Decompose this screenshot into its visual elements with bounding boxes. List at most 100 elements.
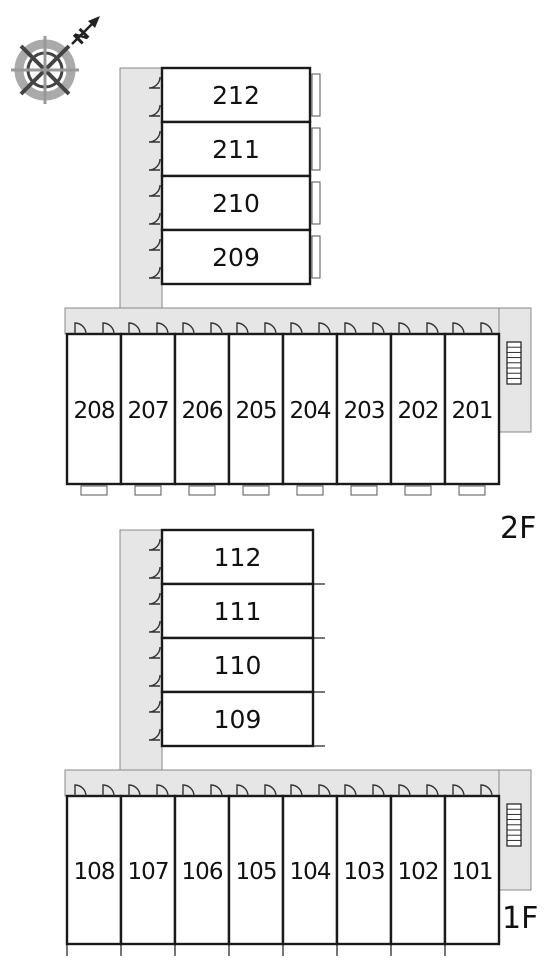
unit-label: 203: [344, 398, 385, 424]
balcony: [350, 485, 378, 496]
door-icon: [480, 784, 493, 797]
door-icon: [344, 784, 357, 797]
unit-label: 206: [182, 398, 223, 424]
balcony: [404, 485, 432, 496]
unit-label: 210: [212, 189, 260, 218]
door-icon: [148, 592, 161, 605]
floor-label-2f: 2F: [500, 511, 536, 546]
door-icon: [210, 784, 223, 797]
unit-101: 101: [443, 784, 501, 956]
unit-205: 205: [227, 322, 285, 496]
door-icon: [372, 322, 385, 335]
unit-label: 201: [452, 398, 493, 424]
door-icon: [398, 784, 411, 797]
unit-label: 101: [452, 859, 493, 885]
balcony: [311, 127, 321, 171]
door-icon: [452, 784, 465, 797]
door-icon: [102, 322, 115, 335]
unit-109: 109: [148, 690, 325, 748]
unit-210: 210: [148, 174, 321, 232]
unit-106: 106: [173, 784, 231, 956]
door-icon: [148, 266, 161, 279]
compass: N: [11, 16, 100, 104]
door-icon: [148, 674, 161, 687]
unit-label: 211: [212, 135, 260, 164]
door-icon: [148, 104, 161, 117]
door-icon: [236, 784, 249, 797]
door-icon: [182, 322, 195, 335]
door-icon: [344, 322, 357, 335]
unit-203: 203: [335, 322, 393, 496]
unit-label: 111: [214, 597, 262, 626]
unit-label: 212: [212, 81, 260, 110]
door-icon: [74, 784, 87, 797]
door-icon: [148, 184, 161, 197]
door-icon: [74, 322, 87, 335]
unit-212: 212: [148, 66, 321, 124]
unit-208: 208: [65, 322, 123, 496]
unit-209: 209: [148, 228, 321, 286]
door-icon: [156, 322, 169, 335]
unit-204: 204: [281, 322, 339, 496]
balcony: [134, 485, 162, 496]
door-icon: [318, 322, 331, 335]
unit-label: 105: [236, 859, 277, 885]
unit-111: 111: [148, 582, 325, 640]
door-icon: [236, 322, 249, 335]
unit-108: 108: [65, 784, 123, 956]
balcony: [311, 181, 321, 225]
door-icon: [290, 784, 303, 797]
door-icon: [452, 322, 465, 335]
unit-206: 206: [173, 322, 231, 496]
door-icon: [148, 212, 161, 225]
unit-label: 112: [214, 543, 262, 572]
door-icon: [372, 784, 385, 797]
unit-label: 209: [212, 243, 260, 272]
unit-label: 106: [182, 859, 223, 885]
door-icon: [148, 76, 161, 89]
unit-105: 105: [227, 784, 285, 956]
door-icon: [148, 566, 161, 579]
unit-103: 103: [335, 784, 393, 956]
door-icon: [148, 646, 161, 659]
unit-112: 112: [148, 528, 325, 586]
unit-202: 202: [389, 322, 447, 496]
door-icon: [426, 784, 439, 797]
unit-label: 104: [290, 859, 331, 885]
north-arrow-icon: [71, 16, 100, 45]
compass-rose-icon: [11, 36, 79, 104]
door-icon: [264, 784, 277, 797]
door-icon: [426, 322, 439, 335]
compass-north-letter: N: [70, 25, 94, 49]
door-icon: [148, 130, 161, 143]
balcony: [188, 485, 216, 496]
unit-label: 110: [214, 651, 262, 680]
balcony: [311, 73, 321, 117]
unit-label: 202: [398, 398, 439, 424]
door-icon: [148, 238, 161, 251]
unit-label: 108: [74, 859, 115, 885]
corridor: [64, 67, 532, 433]
unit-label: 205: [236, 398, 277, 424]
door-icon: [128, 784, 141, 797]
unit-label: 208: [74, 398, 115, 424]
unit-110: 110: [148, 636, 325, 694]
door-icon: [148, 158, 161, 171]
unit-107: 107: [119, 784, 177, 956]
door-icon: [398, 322, 411, 335]
unit-label: 204: [290, 398, 331, 424]
unit-label: 102: [398, 859, 439, 885]
floor-2f-plan: 212 211 210 209 208 207 206 205 204 203 202 201: [64, 66, 532, 496]
door-icon: [182, 784, 195, 797]
unit-label: 207: [128, 398, 169, 424]
unit-label: 103: [344, 859, 385, 885]
balcony: [311, 235, 321, 279]
door-icon: [318, 784, 331, 797]
unit-207: 207: [119, 322, 177, 496]
balcony: [296, 485, 324, 496]
door-icon: [480, 322, 493, 335]
balcony: [458, 485, 486, 496]
staircase-icon: [506, 803, 522, 847]
unit-211: 211: [148, 120, 321, 178]
